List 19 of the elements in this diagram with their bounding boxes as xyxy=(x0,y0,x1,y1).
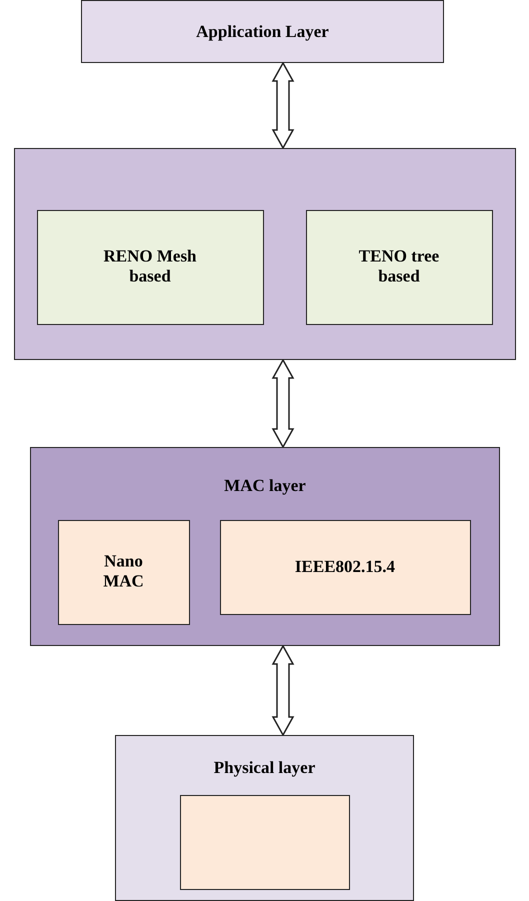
module-box xyxy=(36,210,264,324)
double-arrow xyxy=(272,358,294,449)
layer-title: Application Layer xyxy=(195,21,330,42)
module-box xyxy=(58,520,190,624)
layer-title: MAC layer xyxy=(223,476,307,496)
layer-box xyxy=(30,447,500,646)
module-box xyxy=(306,210,492,324)
module-label: TENO tree based xyxy=(358,246,440,288)
module-box xyxy=(220,520,470,614)
module-label: IEEE802.15.4 xyxy=(294,556,396,578)
module-box xyxy=(180,794,350,890)
module-label: RENO Mesh based xyxy=(102,246,198,288)
module-label: Nano MAC xyxy=(102,552,145,592)
layer-box xyxy=(115,735,414,901)
layer-title: Physical layer xyxy=(212,758,316,778)
layer-box xyxy=(14,148,516,360)
layer-box xyxy=(81,0,444,63)
double-arrow xyxy=(272,644,294,737)
double-arrow xyxy=(272,61,294,150)
